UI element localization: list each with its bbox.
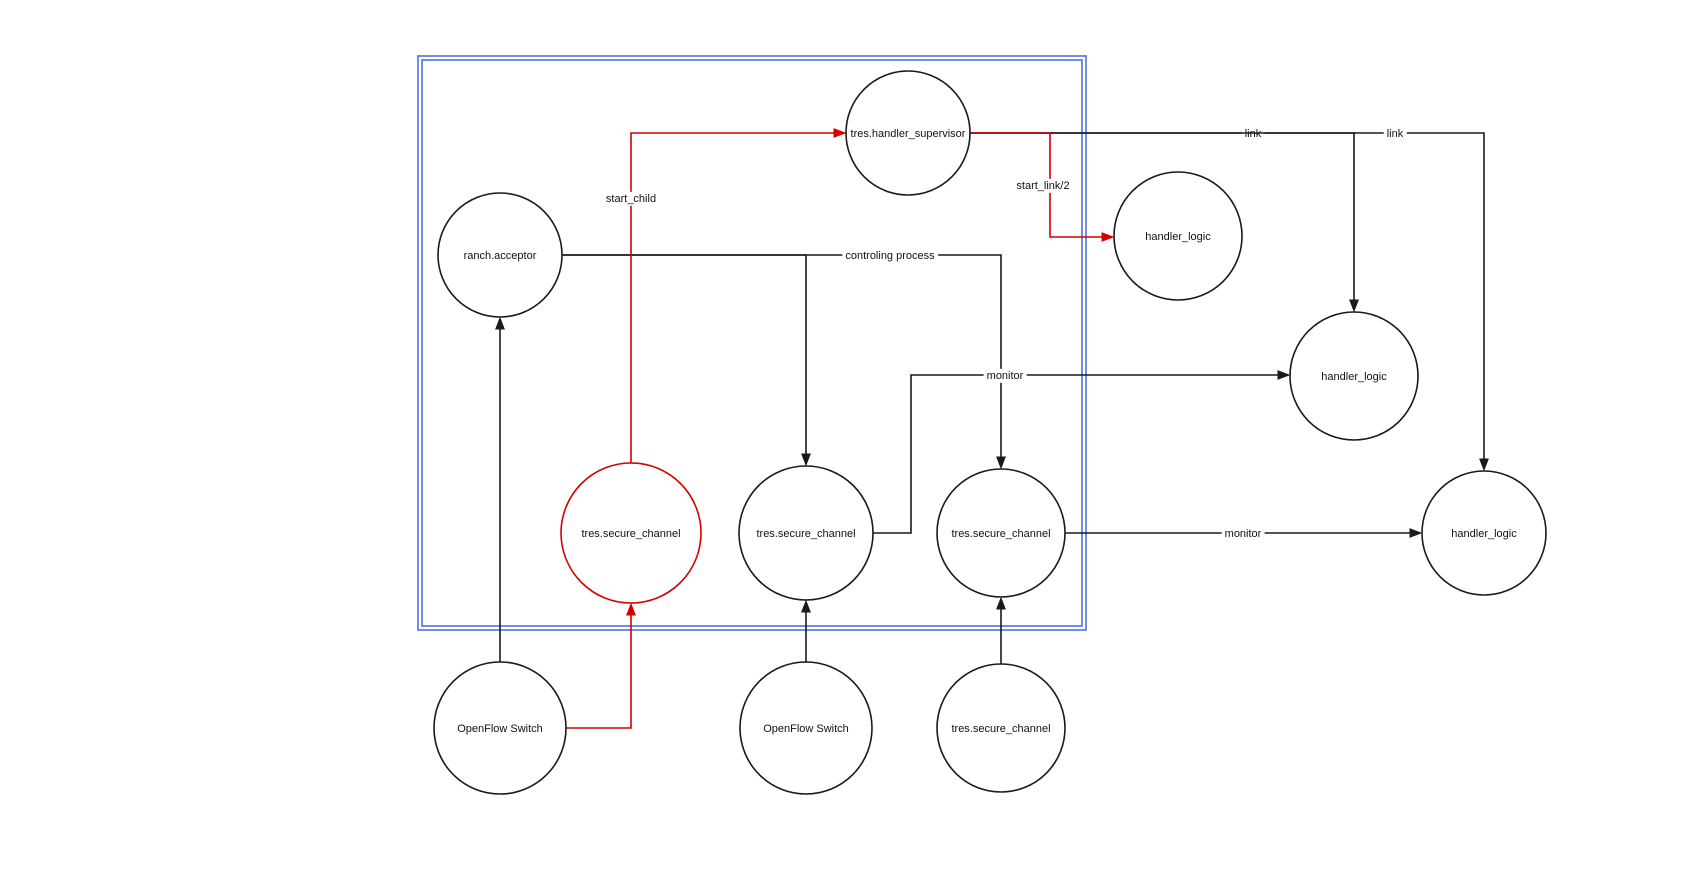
arrowhead-icon xyxy=(626,602,636,616)
edge-label: link xyxy=(1387,128,1404,140)
edge-line xyxy=(562,254,807,454)
node-label: tres.handler_supervisor xyxy=(851,128,966,140)
node-circle xyxy=(433,661,567,795)
arrowhead-icon xyxy=(996,596,1006,610)
node-label: handler_logic xyxy=(1321,371,1387,383)
node-circle xyxy=(936,468,1066,598)
arrowhead-icon xyxy=(996,456,1006,470)
node-openflow-switch-2: OpenFlow Switch xyxy=(739,661,873,795)
edge-line xyxy=(566,615,632,729)
edge-label-background xyxy=(1241,126,1265,141)
cluster-outer-border xyxy=(417,55,1087,631)
edge-line xyxy=(630,132,834,463)
edge-acceptor-control-secure-mid xyxy=(562,254,811,467)
node-label: tres.secure_channel xyxy=(951,723,1050,735)
node-label: OpenFlow Switch xyxy=(763,723,849,735)
node-handler-supervisor: tres.handler_supervisor xyxy=(845,70,971,196)
node-label: tres.secure_channel xyxy=(581,528,680,540)
edge-label-background xyxy=(1013,178,1073,193)
edge-label-background xyxy=(1383,126,1407,141)
edge-label-background xyxy=(1221,526,1265,541)
arrowhead-icon xyxy=(833,128,847,138)
node-label: handler_logic xyxy=(1451,528,1517,540)
node-label: OpenFlow Switch xyxy=(457,723,543,735)
arrowhead-icon xyxy=(1277,370,1291,380)
arrowhead-icon xyxy=(1349,299,1359,313)
edge-label: monitor xyxy=(987,370,1024,382)
edge-label: link xyxy=(1245,128,1262,140)
arrowhead-icon xyxy=(1409,528,1423,538)
edge-secure-bottom-to-secure-right xyxy=(996,596,1006,664)
arrowhead-icon xyxy=(801,599,811,613)
edge-label-background xyxy=(602,191,660,206)
node-circle xyxy=(437,192,563,318)
node-label: handler_logic xyxy=(1145,231,1211,243)
node-secure-channel-mid: tres.secure_channel xyxy=(738,465,874,601)
node-circle xyxy=(739,661,873,795)
node-openflow-switch-1: OpenFlow Switch xyxy=(433,661,567,795)
edge-switch1-to-secure-red xyxy=(566,602,636,729)
node-circle xyxy=(845,70,971,196)
node-secure-channel-red: tres.secure_channel xyxy=(560,462,702,604)
node-circle xyxy=(738,465,874,601)
edge-label-background xyxy=(842,248,939,263)
arrowhead-icon xyxy=(1101,232,1115,242)
node-handler-logic-2: handler_logic xyxy=(1289,311,1419,441)
node-circle xyxy=(560,462,702,604)
edge-supervisor-start-link: start_link/2 xyxy=(970,132,1115,242)
node-secure-channel-right: tres.secure_channel xyxy=(936,468,1066,598)
node-label: ranch.acceptor xyxy=(464,250,537,262)
arrowhead-icon xyxy=(801,453,811,467)
edge-secure-red-start-child: start_child xyxy=(602,128,847,463)
edge-supervisor-link-handler3: link xyxy=(970,126,1489,472)
node-circle xyxy=(1421,470,1547,596)
edge-secure-right-monitor-handler3: monitor xyxy=(1065,526,1423,541)
edge-line xyxy=(970,132,1485,459)
node-secure-channel-bottom: tres.secure_channel xyxy=(936,663,1066,793)
cluster-box xyxy=(417,55,1087,631)
node-handler-logic-1: handler_logic xyxy=(1113,171,1243,301)
edge-line xyxy=(873,374,1278,534)
edge-label-background xyxy=(983,368,1027,383)
edge-acceptor-control-secure-right: controling process xyxy=(562,248,1006,470)
node-label: tres.secure_channel xyxy=(951,528,1050,540)
edge-line xyxy=(562,254,1002,457)
edge-label: start_child xyxy=(606,193,656,205)
edge-label: start_link/2 xyxy=(1016,180,1069,192)
node-circle xyxy=(936,663,1066,793)
node-label: tres.secure_channel xyxy=(756,528,855,540)
edge-switch2-to-secure-mid xyxy=(801,599,811,662)
node-circle xyxy=(1113,171,1243,301)
node-handler-logic-3: handler_logic xyxy=(1421,470,1547,596)
edge-switch1-to-acceptor xyxy=(495,316,505,662)
edge-label: monitor xyxy=(1225,528,1262,540)
arrowhead-icon xyxy=(1479,458,1489,472)
edge-secure-mid-monitor-handler2: monitor xyxy=(873,368,1291,534)
arrowhead-icon xyxy=(495,316,505,330)
node-circle xyxy=(1289,311,1419,441)
edge-label: controling process xyxy=(845,250,935,262)
node-ranch-acceptor: ranch.acceptor xyxy=(437,192,563,318)
cluster-inner-border xyxy=(421,59,1083,627)
